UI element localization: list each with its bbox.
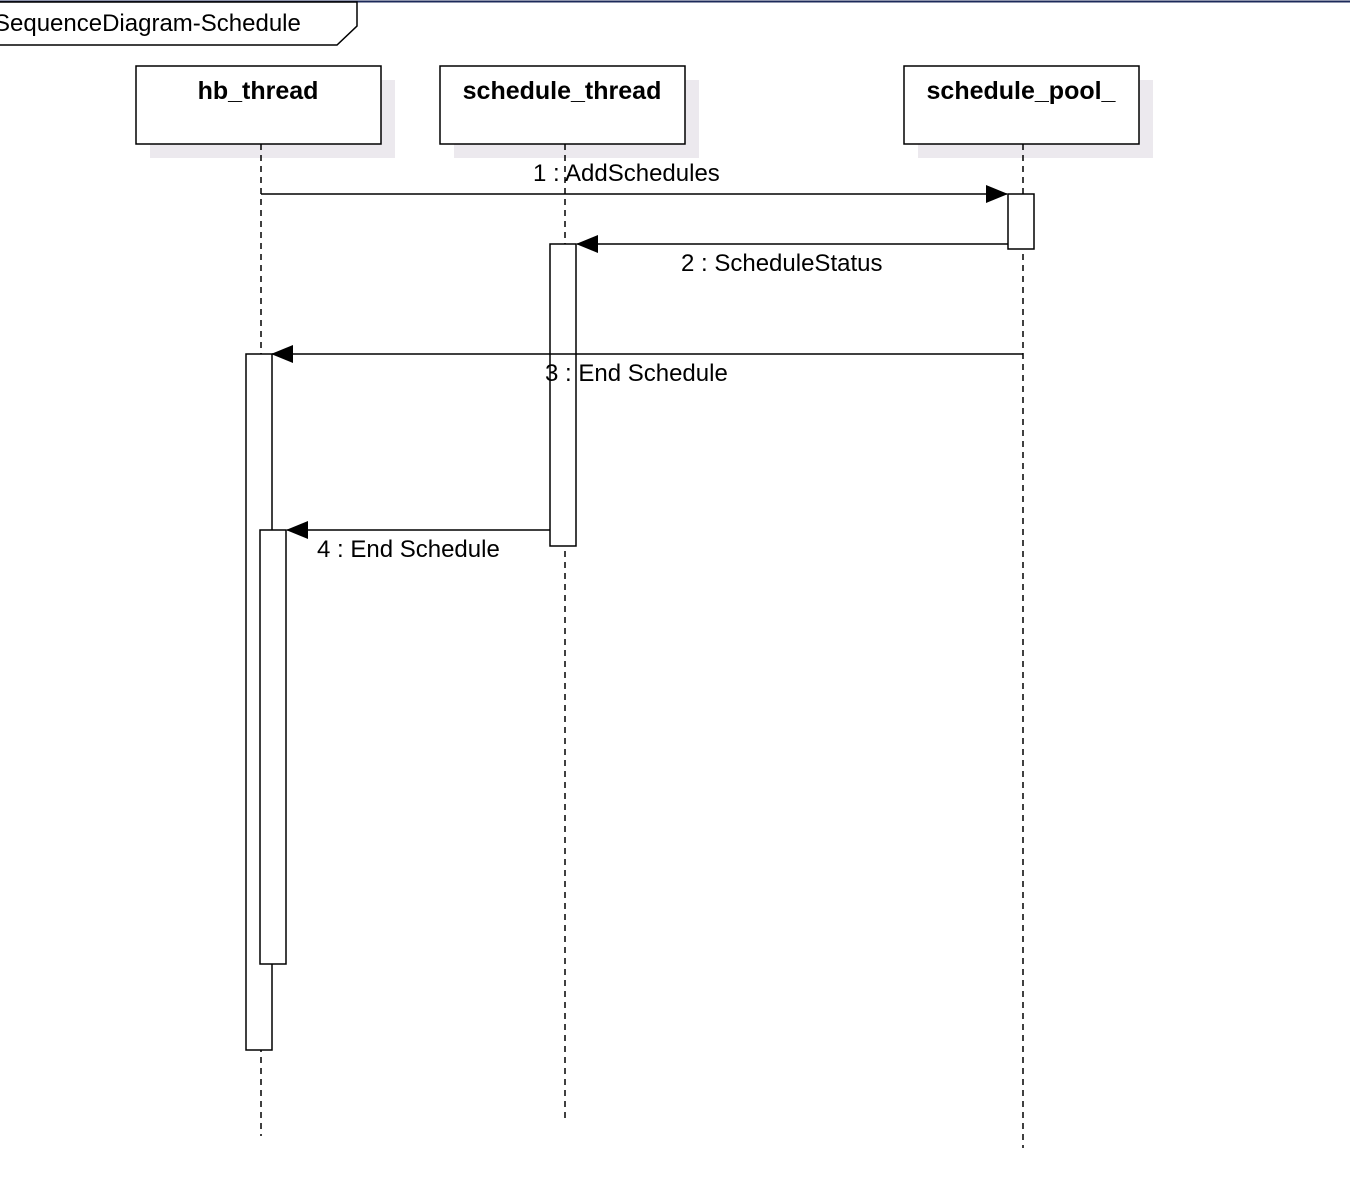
activation-sp (1007, 193, 1035, 250)
message-4-label: 4 : End Schedule (317, 536, 500, 563)
lifeline-head-hb[interactable]: hb_thread (135, 65, 382, 145)
message-1-arrowhead (986, 185, 1008, 203)
activation-st (549, 243, 577, 547)
lifeline-name-sp: schedule_pool_ (927, 77, 1117, 105)
message-2-arrowhead (576, 235, 598, 253)
message-4-arrowhead (286, 521, 308, 539)
frame-tab (0, 1, 358, 46)
message-1-label: 1 : AddSchedules (533, 160, 720, 187)
activation-hb-inner (259, 529, 287, 965)
lifeline-name-hb: hb_thread (198, 77, 319, 105)
message-3-arrowhead (271, 345, 293, 363)
lifeline-head-st[interactable]: schedule_thread (439, 65, 686, 145)
message-2-label: 2 : ScheduleStatus (681, 250, 882, 277)
message-3-label: 3 : End Schedule (545, 360, 728, 387)
lifeline-head-sp[interactable]: schedule_pool_ (903, 65, 1140, 145)
lifeline-name-st: schedule_thread (463, 77, 662, 105)
frame-title: SequenceDiagram-Schedule (0, 10, 301, 37)
